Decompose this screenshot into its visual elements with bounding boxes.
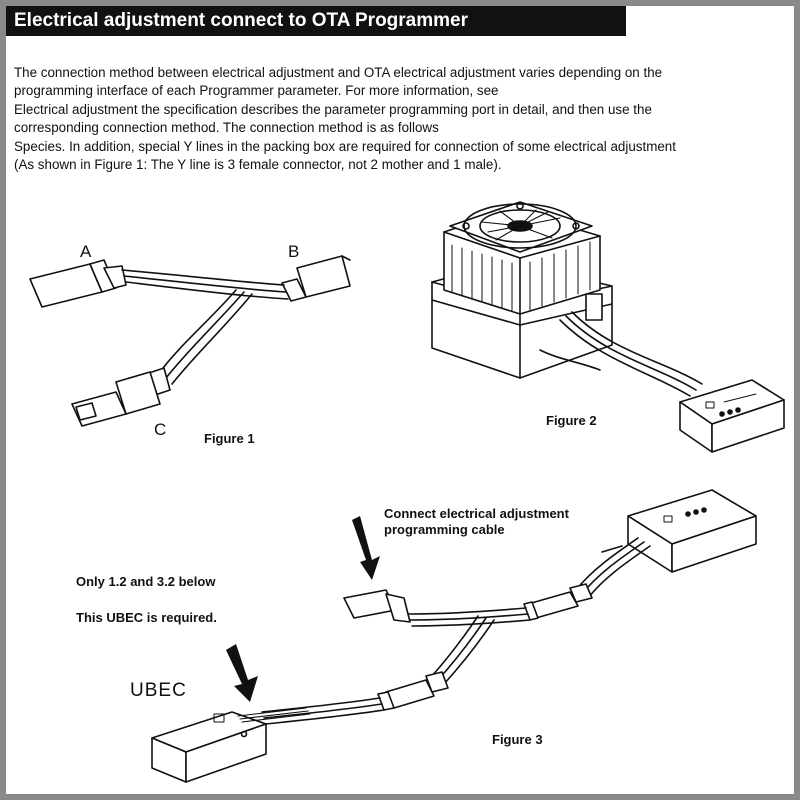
connector-c [71,367,171,427]
figure2-caption: Figure 2 [546,413,597,428]
connector-a [29,259,127,308]
label-b: B [288,242,300,261]
intro-paragraph: The connection method between electrical… [14,64,794,174]
figure3-connection [151,489,757,783]
label-a: A [80,242,92,261]
label-c: C [154,420,167,439]
only-note: Only 1.2 and 3.2 below [76,574,216,589]
arrow-icon [226,516,380,702]
servo-plug [343,589,411,623]
connect-note-line1: Connect electrical adjustment [384,506,569,521]
intro-line: Electrical adjustment the specification … [14,101,652,117]
figure2-programmer [679,379,785,453]
intro-line: Species. In addition, special Y lines in… [14,138,676,154]
connect-note-line2: programming cable [384,522,505,537]
required-note: This UBEC is required. [76,610,217,625]
inline-connector-2 [377,671,449,711]
page-title: Electrical adjustment connect to OTA Pro… [14,10,468,31]
header-bar: Electrical adjustment connect to OTA Pro… [6,6,626,36]
figure3-programmer [627,489,757,573]
ubec-box [151,711,267,783]
connector-b [281,255,351,302]
figure1-y-cable [29,255,351,427]
intro-line: programming interface of each Programmer… [14,83,499,99]
intro-line: corresponding connection method. The con… [14,120,439,136]
ubec-label: UBEC [130,680,187,701]
figure1-caption: Figure 1 [204,431,255,446]
figure3-caption: Figure 3 [492,732,543,747]
figure2-esc [431,201,785,453]
inline-connector-1 [523,583,593,621]
intro-line: (As shown in Figure 1: The Y line is 3 f… [14,157,502,173]
intro-line: The connection method between electrical… [14,65,663,80]
